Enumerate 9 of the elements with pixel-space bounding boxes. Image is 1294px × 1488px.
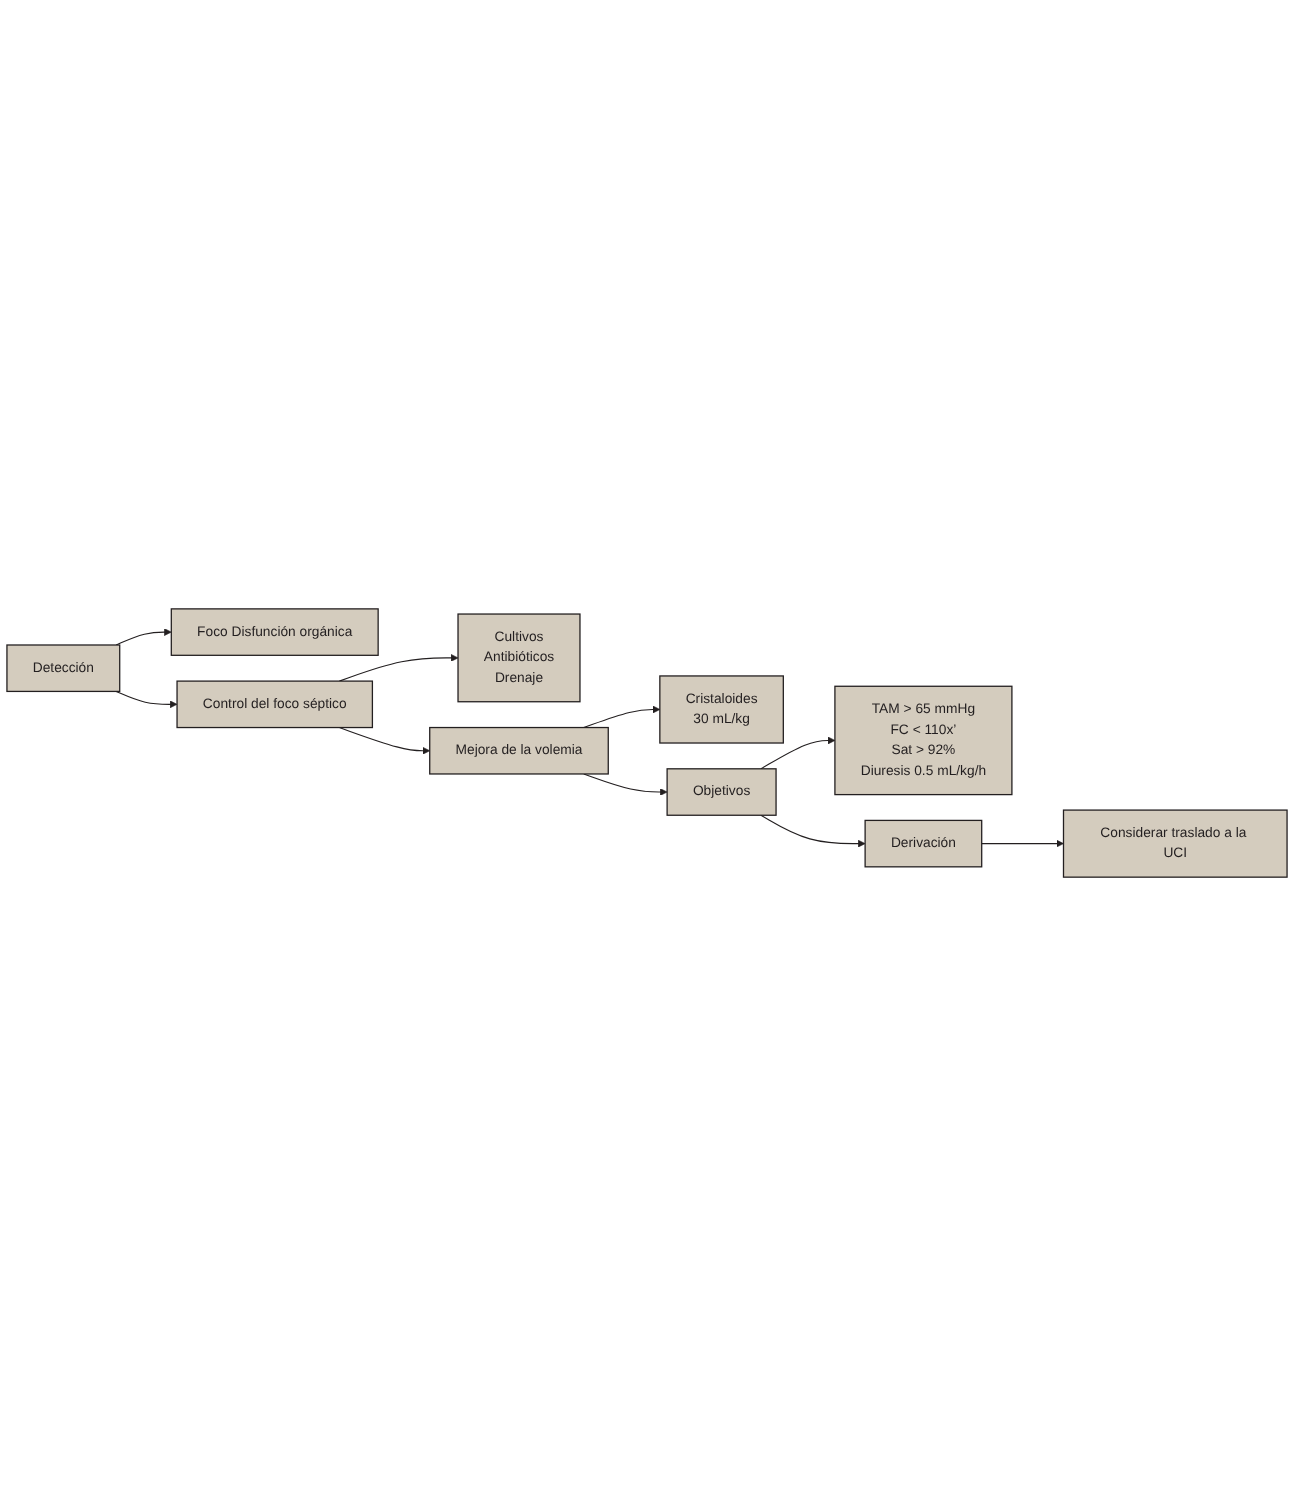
arrow bbox=[115, 691, 178, 710]
arrow bbox=[115, 629, 172, 647]
arrow bbox=[981, 840, 1064, 849]
arrow bbox=[583, 706, 661, 730]
arrow bbox=[760, 737, 836, 771]
arrow bbox=[583, 774, 668, 797]
arrow bbox=[338, 727, 431, 756]
arrow bbox=[760, 815, 866, 849]
arrow bbox=[338, 655, 459, 683]
